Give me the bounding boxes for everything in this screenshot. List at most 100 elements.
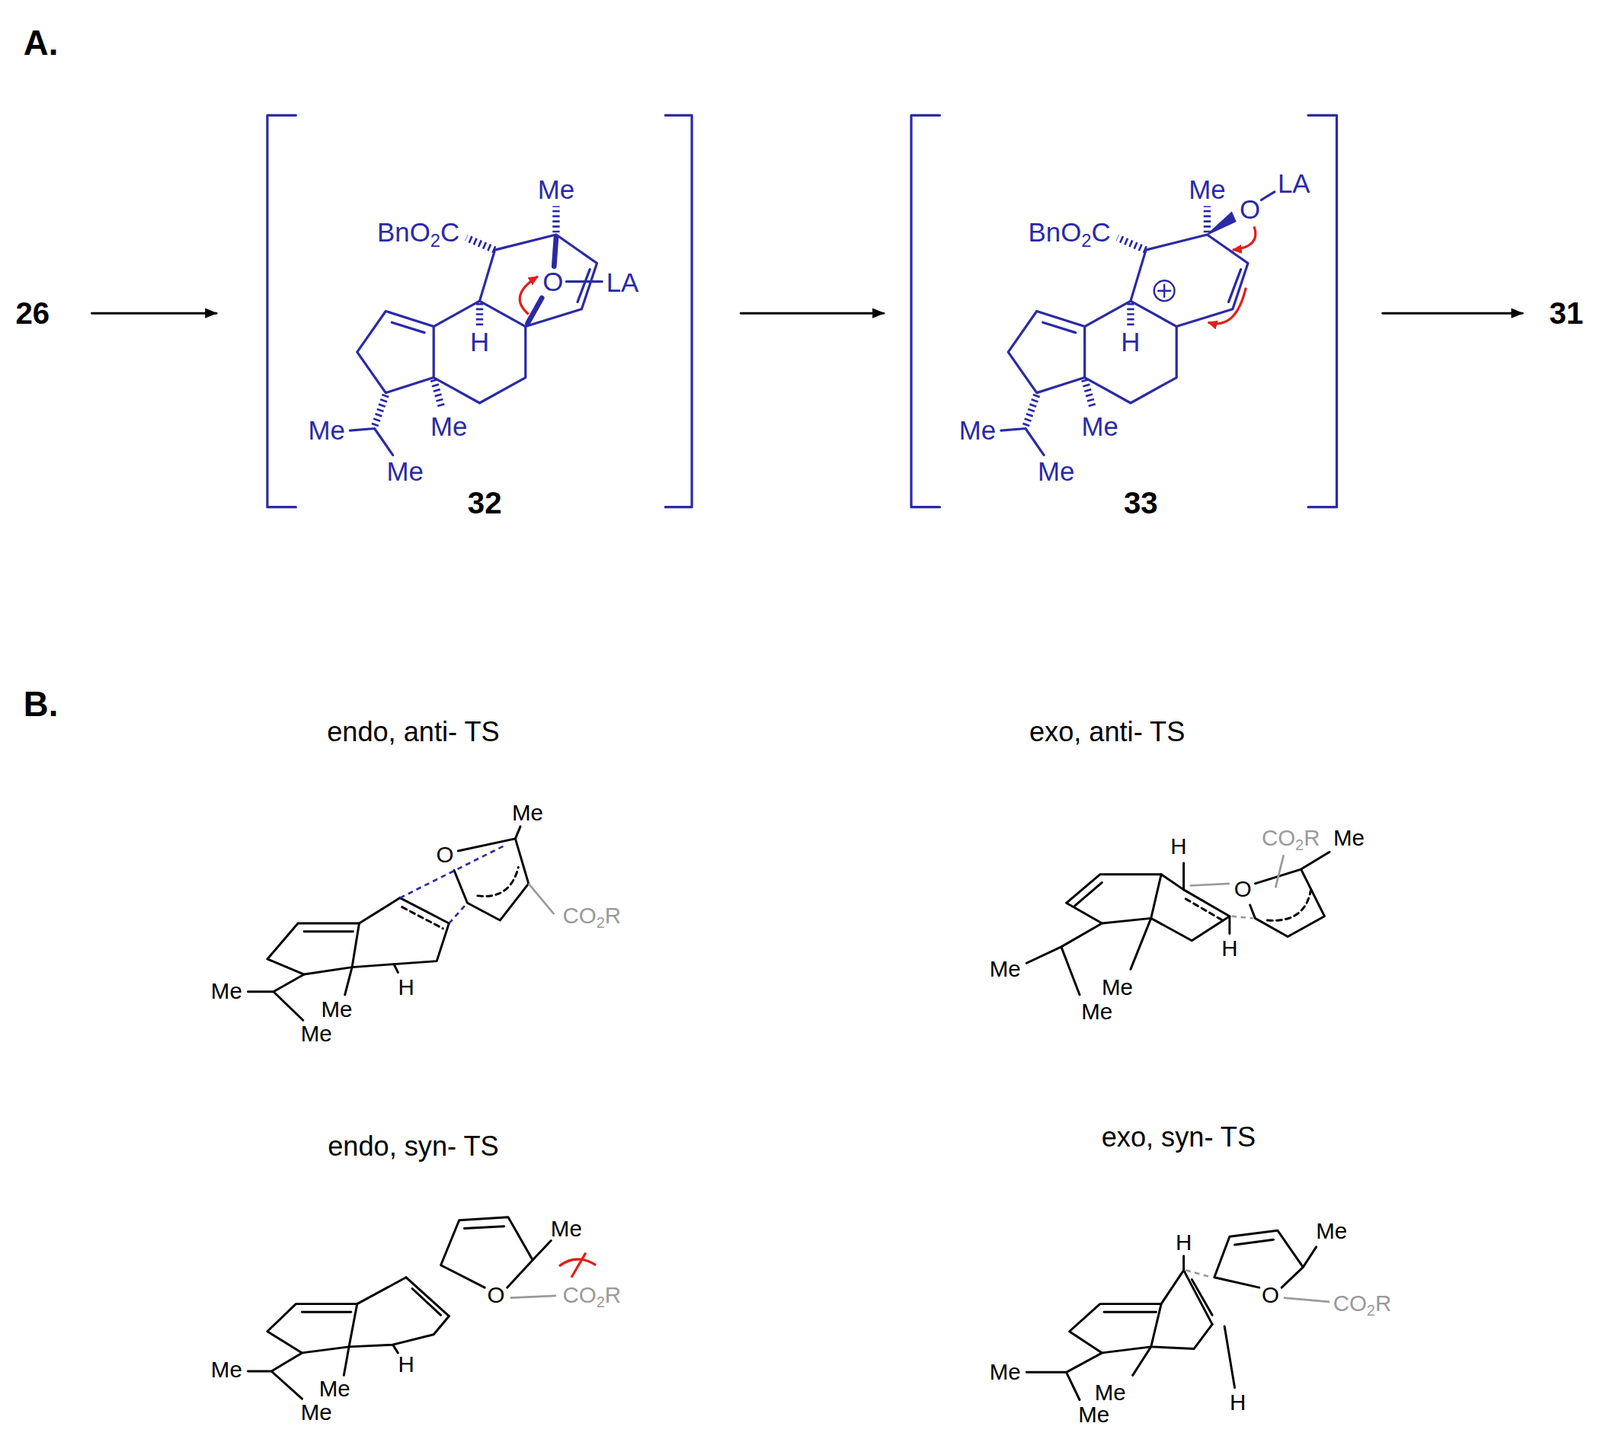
bond-line bbox=[92, 312, 217, 315]
bond-line bbox=[1084, 379, 1094, 409]
bond-line bbox=[349, 428, 393, 456]
atom-label: Me bbox=[1081, 1001, 1113, 1024]
bond-line bbox=[1235, 1239, 1274, 1245]
subscript: 2 bbox=[596, 913, 605, 932]
bond-line bbox=[345, 967, 352, 996]
subscript: 2 bbox=[596, 1292, 605, 1311]
bond-line bbox=[1185, 1270, 1213, 1277]
bond-line bbox=[1224, 1326, 1235, 1388]
bond-line bbox=[1308, 115, 1338, 507]
bond-line bbox=[1206, 212, 1236, 235]
atom-label: H bbox=[1120, 328, 1140, 356]
bond-line bbox=[1260, 192, 1274, 201]
bond-line bbox=[466, 237, 496, 250]
ts-title: endo, anti- TS bbox=[326, 719, 500, 747]
structure-group bbox=[247, 826, 554, 1021]
bond-line bbox=[1008, 310, 1085, 393]
atom-label: Me bbox=[300, 1401, 333, 1424]
bond-line bbox=[1084, 300, 1178, 404]
bond-line bbox=[374, 394, 387, 427]
substituent-label: CO2R bbox=[1261, 827, 1321, 850]
atom-label: O bbox=[1239, 195, 1261, 223]
atom-label: H bbox=[470, 328, 490, 356]
bond-line bbox=[391, 322, 425, 333]
bond-line bbox=[566, 280, 602, 283]
atom-label: Me bbox=[430, 412, 468, 440]
bond-line bbox=[454, 838, 529, 921]
subscript: 2 bbox=[1295, 835, 1304, 854]
bond-line bbox=[1184, 889, 1230, 917]
atom-label: Me bbox=[300, 1023, 333, 1046]
substituent-label: CO2R bbox=[562, 1284, 621, 1307]
bond-line bbox=[740, 312, 884, 315]
bond-line bbox=[247, 974, 304, 1021]
bond-line bbox=[1302, 1247, 1316, 1268]
structure-group bbox=[1026, 1230, 1330, 1400]
bond-line bbox=[519, 276, 538, 315]
bond-line bbox=[406, 1277, 449, 1317]
atom-label: O bbox=[1261, 1284, 1280, 1307]
atom-label: Me bbox=[1078, 1404, 1110, 1427]
bond-line bbox=[1025, 394, 1037, 427]
bond-line bbox=[247, 1353, 302, 1399]
bond-line bbox=[1158, 284, 1171, 298]
bond-line bbox=[1203, 206, 1211, 234]
atom-label: Me bbox=[989, 958, 1021, 981]
atom-label: Me bbox=[1333, 827, 1365, 850]
ts-title: exo, anti- TS bbox=[1029, 719, 1185, 747]
bond-line bbox=[528, 883, 554, 915]
subscript: 2 bbox=[1366, 1301, 1376, 1319]
atom-label: H bbox=[1175, 1232, 1192, 1255]
bond-line bbox=[510, 1296, 557, 1299]
atom-label: Me bbox=[537, 176, 575, 204]
bond-line bbox=[1228, 269, 1242, 303]
bond-line bbox=[532, 1241, 551, 1261]
bond-line bbox=[1232, 916, 1254, 919]
bond-line bbox=[348, 1277, 449, 1348]
bond-line bbox=[267, 115, 297, 507]
atom-label: O bbox=[435, 844, 454, 867]
bond-line bbox=[1043, 322, 1076, 333]
bond-line bbox=[1301, 851, 1331, 870]
ts-title: exo, syn- TS bbox=[1101, 1123, 1256, 1152]
compound-number: 26 bbox=[16, 297, 51, 329]
bond-line bbox=[433, 300, 526, 404]
bond-line bbox=[1151, 916, 1230, 941]
bond-line bbox=[393, 964, 398, 973]
atom-label: Me bbox=[387, 457, 424, 485]
subscript: 2 bbox=[430, 230, 441, 252]
bond-line bbox=[1275, 854, 1284, 888]
atom-label: Me bbox=[512, 802, 544, 825]
atom-label: LA bbox=[1277, 170, 1311, 198]
bond-line bbox=[1151, 1324, 1213, 1349]
substituent-label: CO2R bbox=[1333, 1292, 1392, 1316]
bond-line bbox=[527, 297, 542, 324]
atom-label: Me bbox=[550, 1218, 583, 1241]
bond-line bbox=[552, 206, 560, 234]
atom-label: O bbox=[542, 268, 564, 295]
bond-line bbox=[448, 902, 468, 924]
bond-line bbox=[304, 930, 353, 933]
atom-label: Me bbox=[211, 980, 243, 1003]
bond-line bbox=[441, 1217, 534, 1288]
atom-label: Me bbox=[1094, 1381, 1127, 1404]
atom-label: Me bbox=[1037, 457, 1075, 485]
bond-line bbox=[1132, 1347, 1152, 1376]
atom-label: H bbox=[397, 976, 414, 999]
bond-line bbox=[1232, 226, 1256, 250]
structure-group bbox=[349, 206, 602, 456]
bond-line bbox=[1283, 1298, 1330, 1303]
atom-label: H bbox=[1229, 1392, 1246, 1415]
compound-number: 32 bbox=[467, 487, 503, 519]
atom-label: LA bbox=[606, 269, 640, 297]
bond-line bbox=[1130, 918, 1152, 970]
bond-line bbox=[412, 1289, 442, 1316]
bond-line bbox=[1001, 428, 1044, 456]
bond-line bbox=[1026, 923, 1102, 996]
compound-number: 33 bbox=[1123, 487, 1159, 519]
panel-letter: B. bbox=[23, 686, 59, 722]
bond-line bbox=[477, 867, 519, 896]
bond-line bbox=[343, 1347, 349, 1376]
bond-line bbox=[267, 1304, 358, 1354]
